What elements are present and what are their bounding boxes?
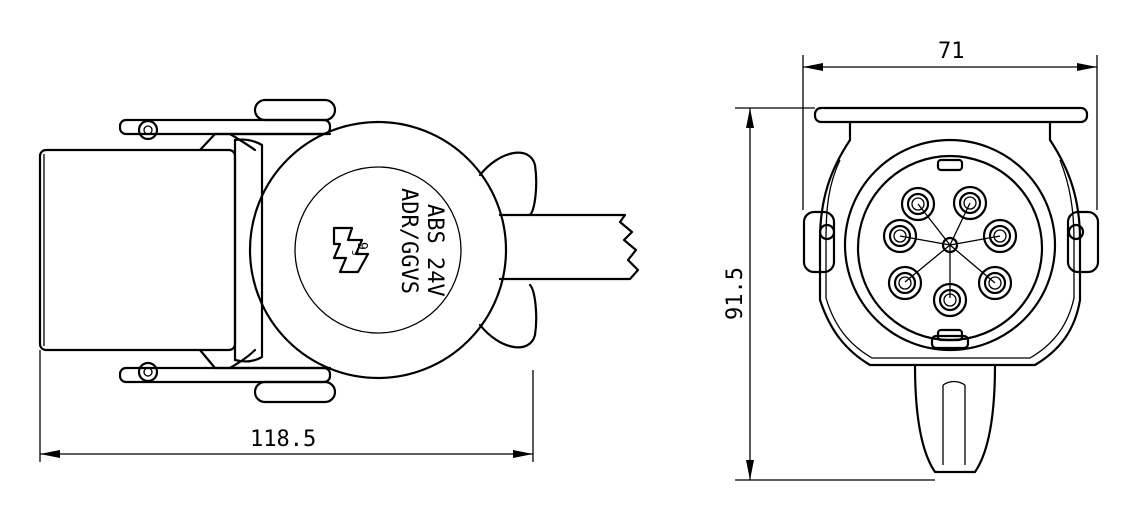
top-hinge-pin — [137, 119, 159, 141]
dimension-width: 71 — [802, 39, 1098, 210]
contact-pin — [887, 265, 923, 301]
dimension-height: 91.5 — [723, 107, 935, 481]
bottom-latch — [253, 380, 337, 404]
contact-pin — [982, 218, 1018, 254]
approval-mark-symbol: 9 3 — [332, 226, 370, 274]
right-hinge-lug — [1066, 210, 1100, 274]
mounting-flange — [813, 106, 1089, 124]
cable — [498, 213, 640, 281]
contact-pin — [882, 218, 918, 254]
top-latch — [253, 98, 337, 122]
dimension-width-value: 71 — [938, 39, 965, 64]
contact-pin — [952, 185, 988, 221]
top-lobe — [478, 151, 538, 217]
side-view: ABS 24V ADR/GGVS 9 3 118.5 — [38, 98, 640, 462]
dimension-height-value: 91.5 — [723, 267, 748, 320]
left-hinge-lug — [802, 210, 836, 274]
cable-gland — [913, 363, 997, 474]
contact-pins — [882, 185, 1018, 318]
bottom-hinge-pin — [137, 361, 159, 383]
contact-pin — [977, 265, 1013, 301]
sleeve-body — [38, 148, 237, 352]
label-line2: ADR/GGVS — [396, 188, 421, 294]
contact-pin — [900, 186, 936, 222]
bottom-lobe — [478, 283, 538, 349]
center-hub — [941, 236, 959, 254]
dimension-length-value: 118.5 — [250, 427, 316, 452]
socket-rim — [843, 138, 1057, 352]
front-view: 71 91.5 — [723, 39, 1100, 481]
label-plate — [294, 166, 462, 334]
symbol-subscript: 3 — [349, 250, 359, 255]
label-line1: ABS 24V — [422, 204, 447, 297]
contact-pin — [932, 282, 968, 318]
socket-key-top — [936, 158, 964, 172]
symbol-digit: 9 — [354, 242, 369, 250]
dimension-total-length: 118.5 — [39, 350, 534, 462]
housing-outer-circle — [248, 120, 508, 380]
housing-outline — [818, 120, 1082, 367]
